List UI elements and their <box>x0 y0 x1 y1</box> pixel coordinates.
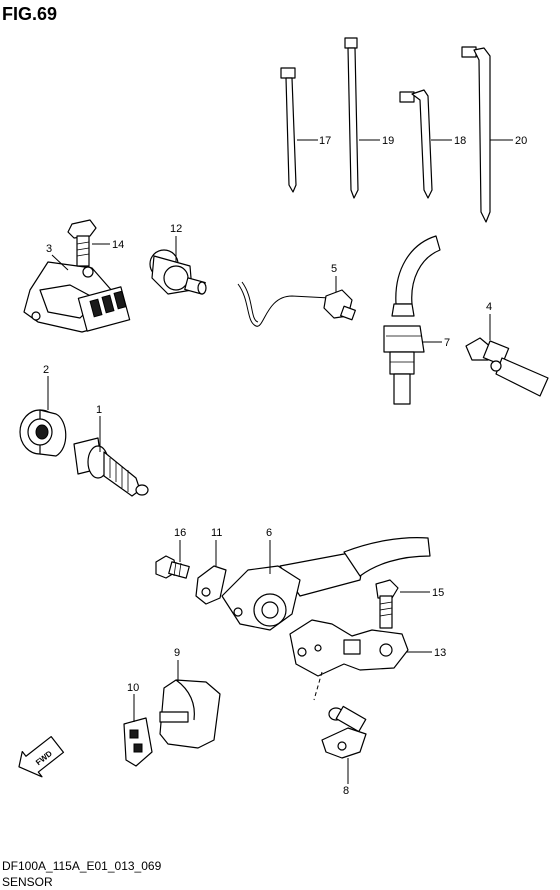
callout-16: 16 <box>174 527 186 539</box>
callout-15: 15 <box>432 587 444 599</box>
grommet-2[interactable] <box>19 409 67 457</box>
sensor-4[interactable] <box>465 337 549 397</box>
clip-9[interactable] <box>159 679 221 749</box>
callout-1: 1 <box>96 404 102 416</box>
cable-tie-19[interactable] <box>344 37 359 199</box>
bolt-15[interactable] <box>375 579 399 629</box>
callout-18: 18 <box>454 135 466 147</box>
bolt-14[interactable] <box>67 219 97 267</box>
bracket-10[interactable] <box>123 717 153 767</box>
cable-tie-20[interactable] <box>461 46 491 223</box>
map-sensor-3[interactable] <box>23 261 131 333</box>
footer-code: DF100A_115A_E01_013_069 <box>2 859 162 873</box>
callout-3: 3 <box>46 243 52 255</box>
sensor-6[interactable] <box>221 537 431 631</box>
bracket-11[interactable] <box>195 565 227 605</box>
callout-5: 5 <box>331 263 337 275</box>
cable-tie-17[interactable] <box>280 67 297 193</box>
knock-sensor-12[interactable] <box>149 249 207 295</box>
callout-17: 17 <box>319 135 331 147</box>
callout-4: 4 <box>486 301 492 313</box>
callout-12: 12 <box>170 223 182 235</box>
callout-10: 10 <box>127 682 139 694</box>
footer-name: SENSOR <box>2 875 53 889</box>
callout-13: 13 <box>434 647 446 659</box>
callout-19: 19 <box>382 135 394 147</box>
bracket-13[interactable] <box>289 619 409 677</box>
bolt-16[interactable] <box>155 555 190 579</box>
o2-sensor-7[interactable] <box>383 235 441 405</box>
callout-6: 6 <box>266 527 272 539</box>
fwd-arrow-icon: FWD <box>18 735 65 778</box>
temp-sensor-5[interactable] <box>237 281 356 327</box>
callout-8: 8 <box>343 785 349 797</box>
callout-9: 9 <box>174 647 180 659</box>
figure-title: FIG.69 <box>2 4 57 24</box>
sensor-1[interactable] <box>73 437 149 497</box>
callout-7: 7 <box>444 337 450 349</box>
sensor-8[interactable] <box>321 705 367 759</box>
callout-2: 2 <box>43 364 49 376</box>
cable-tie-18[interactable] <box>399 89 433 199</box>
callout-14: 14 <box>112 239 124 251</box>
callout-20: 20 <box>515 135 527 147</box>
callout-11: 11 <box>211 527 222 539</box>
